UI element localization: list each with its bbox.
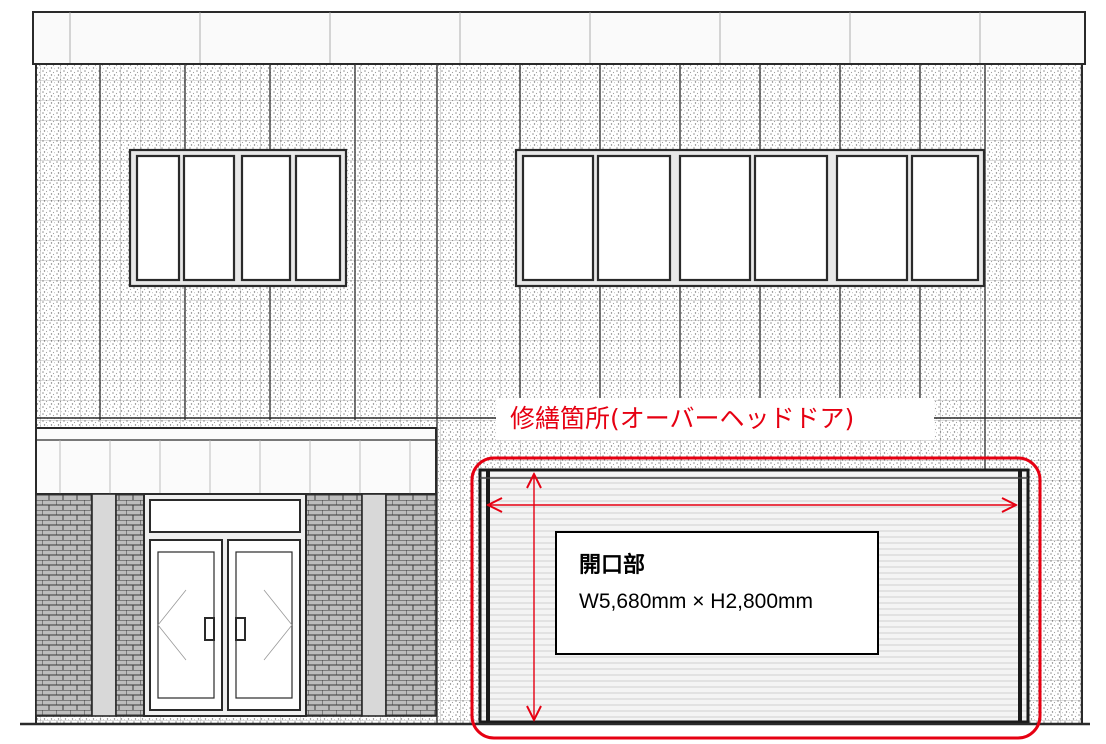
- repair-highlight-outline: [470, 456, 1042, 740]
- upper-window-right: [514, 148, 986, 288]
- opening-dimensions-box: 開口部 W5,680mm × H2,800mm: [555, 531, 879, 655]
- entrance-canopy: [35, 427, 437, 495]
- repair-location-label: 修繕箇所(オーバーヘッドドア): [496, 398, 934, 440]
- upper-window-left: [128, 148, 348, 288]
- entrance-brick-walls: [35, 493, 437, 717]
- roof-parapet: [32, 11, 1086, 65]
- opening-label: 開口部: [579, 553, 646, 578]
- opening-dimensions: W5,680mm × H2,800mm: [579, 590, 813, 613]
- entrance-double-door: [143, 493, 307, 717]
